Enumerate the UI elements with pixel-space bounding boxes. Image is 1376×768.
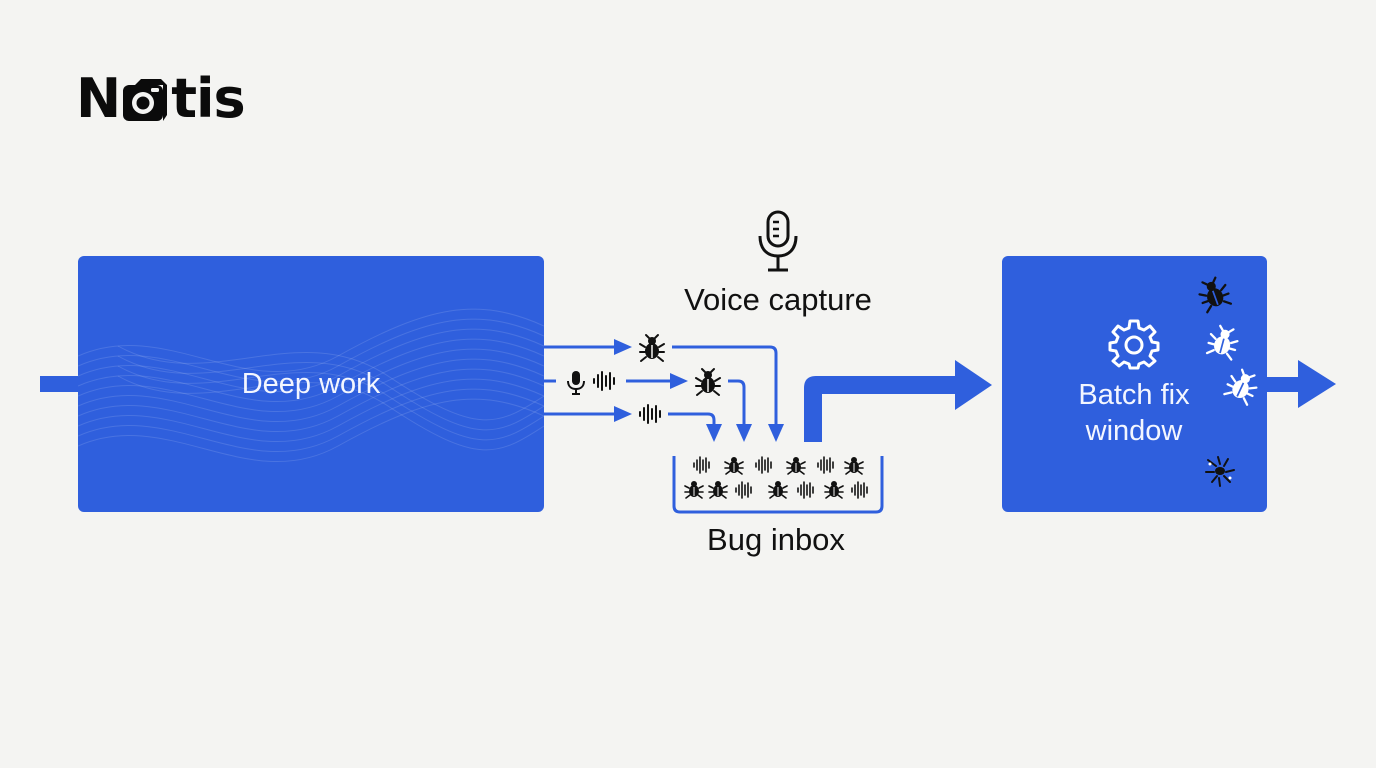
white-bug-icon xyxy=(1205,324,1239,361)
inbox-bug-icon xyxy=(724,456,744,475)
inbox-waveform-icon xyxy=(735,481,752,499)
inbox-waveform-icon xyxy=(851,481,868,499)
gear-icon xyxy=(1108,319,1160,370)
batch-fix-line-1: Batch fix xyxy=(1078,379,1190,411)
batch-fix-line-2: window xyxy=(1085,415,1183,447)
bug-inbox-contents xyxy=(684,456,868,499)
inbox-bug-icon xyxy=(768,480,788,499)
bug-inbox-label: Bug inbox xyxy=(707,522,845,557)
inbox-bug-icon xyxy=(824,480,844,499)
branch-arrow-middle xyxy=(544,373,688,389)
branch-arrow-bottom xyxy=(544,406,632,422)
dark-bug-icon xyxy=(1198,276,1233,314)
inbox-bug-icon xyxy=(708,480,728,499)
drop-arrowhead-2 xyxy=(736,424,752,442)
logo-camera-icon xyxy=(121,75,169,123)
white-bug-icon xyxy=(1223,368,1258,406)
wave-texture xyxy=(78,308,544,463)
drop-arrowhead-1 xyxy=(768,424,784,442)
drop-connector-3 xyxy=(668,412,716,426)
drop-arrowhead-3 xyxy=(706,424,722,442)
logo: N tis xyxy=(76,66,246,130)
input-line xyxy=(40,376,80,392)
voice-capture-label: Voice capture xyxy=(684,282,872,317)
inbox-waveform-icon xyxy=(797,481,814,499)
drop-connector-2 xyxy=(728,379,746,426)
squashed-bug-icon xyxy=(1205,456,1235,487)
bug-icon xyxy=(639,334,665,362)
inbox-to-batch-arrowhead xyxy=(955,360,992,410)
waveform-icon xyxy=(593,371,615,391)
logo-text-start: N xyxy=(76,66,121,130)
logo-text-end: tis xyxy=(171,66,245,130)
waveform-icon xyxy=(639,404,661,424)
bug-icon xyxy=(695,368,721,396)
inbox-waveform-icon xyxy=(693,456,710,474)
inbox-to-batch-arrow xyxy=(804,376,958,442)
inbox-bug-icon xyxy=(844,456,864,475)
small-microphone-icon xyxy=(567,371,585,395)
inbox-bug-icon xyxy=(786,456,806,475)
batch-fix-window-label: Batch fix window xyxy=(1016,377,1252,449)
microphone-icon xyxy=(758,210,798,272)
bug-inbox-tray xyxy=(672,456,884,514)
output-line xyxy=(1266,377,1300,392)
drop-connector-1 xyxy=(672,345,778,426)
inbox-waveform-icon xyxy=(817,456,834,474)
deep-work-label: Deep work xyxy=(241,368,381,400)
output-arrowhead xyxy=(1298,360,1336,408)
deep-work-box xyxy=(78,256,544,512)
inbox-waveform-icon xyxy=(755,456,772,474)
branch-arrow-top xyxy=(544,339,632,355)
